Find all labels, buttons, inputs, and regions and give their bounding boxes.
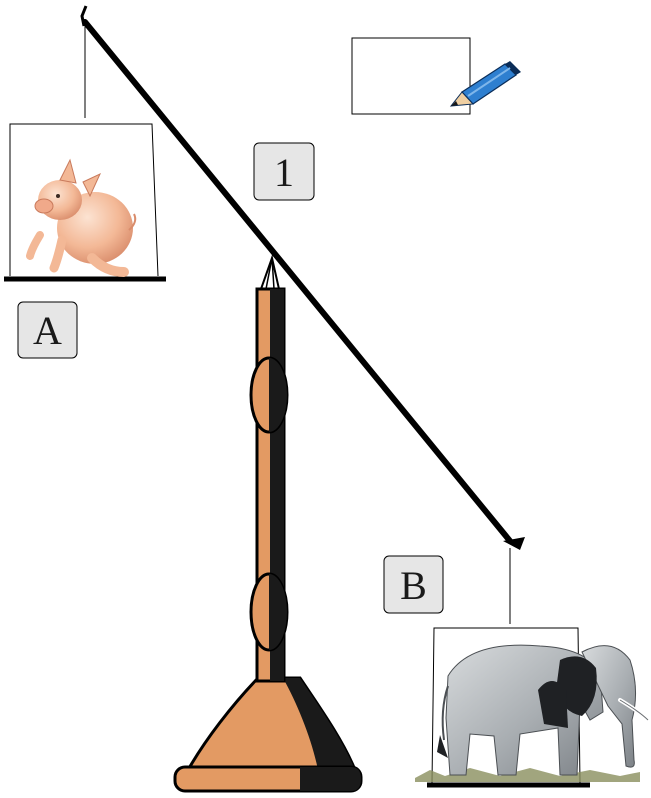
label-beam-text: 1	[274, 150, 294, 195]
elephant-icon	[415, 645, 648, 782]
pig-icon	[30, 160, 135, 272]
answer-notepad[interactable]	[352, 38, 521, 114]
label-b: B	[384, 556, 443, 613]
pivot-fulcrum	[261, 258, 279, 289]
left-pan	[4, 26, 166, 279]
label-a: A	[18, 302, 77, 358]
label-a-text: A	[33, 308, 62, 353]
label-b-text: B	[400, 563, 427, 608]
label-beam: 1	[254, 143, 314, 200]
balance-stand	[175, 258, 361, 791]
right-pan	[415, 548, 648, 785]
